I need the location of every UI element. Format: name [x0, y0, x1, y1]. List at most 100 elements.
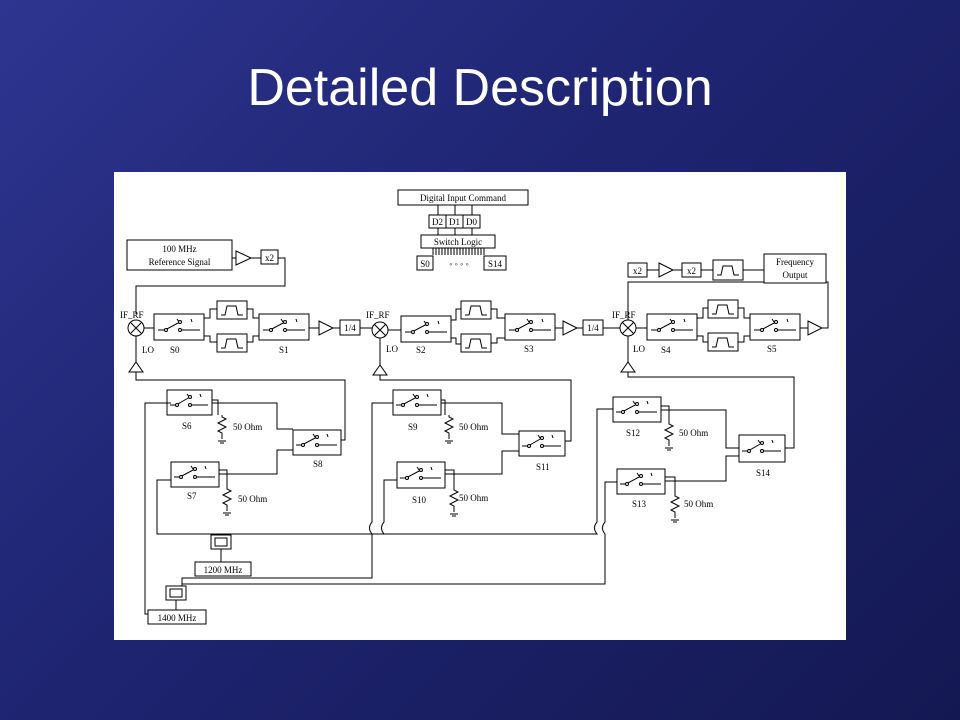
- logic-output-bus: [432, 248, 485, 255]
- bit-d2-label: D2: [432, 217, 443, 227]
- resistor-s6-label: 50 Ohm: [233, 422, 262, 432]
- switch-logic-label: Switch Logic: [434, 237, 482, 247]
- switch-s14-box: [738, 434, 786, 463]
- switch-s9-box: [392, 389, 442, 416]
- lo3-amplifier-icon: [620, 361, 636, 373]
- switch-s10-label: S10: [412, 495, 427, 505]
- range-start-label: S0: [420, 259, 430, 269]
- resistor-s6-icon: [216, 415, 228, 439]
- switch-s7-box: [170, 461, 220, 488]
- resistor-s13-label: 50 Ohm: [684, 499, 713, 509]
- slide-title: Detailed Description: [247, 59, 713, 117]
- ground-s9-icon: [445, 440, 453, 444]
- stage1-amplifier-icon: [318, 320, 335, 336]
- ground-s13-icon: [671, 519, 679, 523]
- ground-s6-icon: [218, 440, 226, 444]
- resistor-s10-label: 50 Ohm: [459, 493, 488, 503]
- switch-s1-label: S1: [279, 345, 289, 355]
- switch-s11-label: S11: [536, 462, 550, 472]
- bandpass-filter-3b: [707, 332, 739, 352]
- switch-s5-label: S5: [767, 344, 777, 354]
- source-1400-label: 1400 MHz: [158, 613, 197, 623]
- resistor-s9-label: 50 Ohm: [459, 422, 488, 432]
- bandpass-filter-2a: [460, 300, 492, 320]
- frequency-synthesizer-diagram: Digital Input Command D2 D1 D0 Switch Lo…: [120, 189, 829, 625]
- resistor-s13-icon: [669, 494, 681, 518]
- ref-doubler-label: x2: [265, 253, 274, 263]
- switch-s14-label: S14: [756, 468, 771, 478]
- bandpass-filter-3a: [707, 299, 739, 319]
- source-1400-box: [147, 609, 207, 625]
- mixer1-lo-label: LO: [142, 345, 154, 355]
- switch-s5-box: [749, 313, 801, 341]
- out-doubler-1-label: x2: [633, 266, 642, 276]
- range-start-box: [416, 255, 434, 271]
- frequency-output-line1: Frequency: [776, 257, 814, 267]
- range-end-box: [483, 255, 507, 271]
- switch-s11-box: [518, 430, 566, 457]
- switch-s0-box: [153, 313, 205, 341]
- out-amplifier-icon: [658, 262, 675, 278]
- switch-s0-label: S0: [170, 345, 180, 355]
- switch-s2-box: [400, 315, 452, 343]
- switch-s12-label: S12: [626, 428, 640, 438]
- bandpass-filter-1b: [216, 333, 248, 353]
- resistor-s12-icon: [663, 422, 675, 446]
- mixer3-if-rf-label: IF_RF: [612, 310, 636, 320]
- output-filter-box: [712, 259, 744, 281]
- bandpass-filter-2b: [460, 333, 492, 353]
- resistor-s12-label: 50 Ohm: [679, 428, 708, 438]
- frequency-output-line2: Output: [782, 270, 808, 280]
- resistor-s7-label: 50 Ohm: [238, 494, 267, 504]
- source-1200-box: [194, 561, 252, 577]
- reference-line1: 100 MHz: [162, 244, 196, 254]
- switch-s4-box: [646, 313, 698, 341]
- switch-s13-box: [616, 468, 666, 495]
- resistor-s7-icon: [221, 487, 233, 511]
- switch-s1-box: [258, 313, 310, 341]
- lo1-amplifier-icon: [128, 361, 144, 373]
- switch-s3-box: [504, 313, 556, 341]
- switch-s6-box: [166, 389, 213, 416]
- switch-s8-box: [292, 429, 342, 456]
- ref-doubler-box: [260, 249, 279, 265]
- bit-d1-label: D1: [449, 217, 460, 227]
- switch-s13-label: S13: [632, 499, 647, 509]
- switch-s4-label: S4: [661, 345, 671, 355]
- switch-s2-label: S2: [416, 345, 426, 355]
- mixer2-if-rf-label: IF_RF: [366, 310, 390, 320]
- block-diagram-panel: Digital Input Command D2 D1 D0 Switch Lo…: [114, 172, 846, 640]
- mixer3-lo-label: LO: [633, 344, 645, 354]
- resistor-s10-icon: [448, 488, 460, 512]
- bandpass-filter-1a: [216, 300, 248, 320]
- switch-s10-box: [396, 461, 446, 489]
- resistor-s9-icon: [443, 415, 455, 439]
- switch-s7-label: S7: [187, 491, 197, 501]
- ground-s12-icon: [665, 447, 673, 451]
- frequency-output-box: [763, 253, 827, 284]
- source-1200-label: 1200 MHz: [204, 565, 243, 575]
- stage3-amplifier-icon: [807, 320, 824, 336]
- bit-d0-label: D0: [466, 217, 477, 227]
- switch-s6-label: S6: [182, 421, 192, 431]
- reference-signal-box: [126, 239, 233, 271]
- reference-line2: Reference Signal: [149, 257, 211, 267]
- out-doubler-2-label: x2: [687, 266, 696, 276]
- divider-1-label: 1/4: [344, 323, 356, 333]
- ground-s7-icon: [223, 512, 231, 516]
- ground-s10-icon: [450, 513, 458, 517]
- lo2-amplifier-icon: [372, 364, 388, 376]
- stage2-amplifier-icon: [562, 320, 579, 336]
- switch-s3-label: S3: [524, 344, 534, 354]
- switch-s12-box: [612, 396, 662, 423]
- switch-s9-label: S9: [408, 422, 418, 432]
- digital-input-command-box: [397, 189, 529, 206]
- mixer2-lo-label: LO: [386, 344, 398, 354]
- switch-logic-box: [420, 234, 496, 249]
- switch-s8-label: S8: [313, 459, 323, 469]
- digital-input-command-label: Digital Input Command: [420, 193, 506, 203]
- range-end-label: S14: [488, 259, 503, 269]
- range-dots: ◦ ◦ ◦ ◦: [449, 259, 469, 269]
- divider-2-label: 1/4: [587, 323, 599, 333]
